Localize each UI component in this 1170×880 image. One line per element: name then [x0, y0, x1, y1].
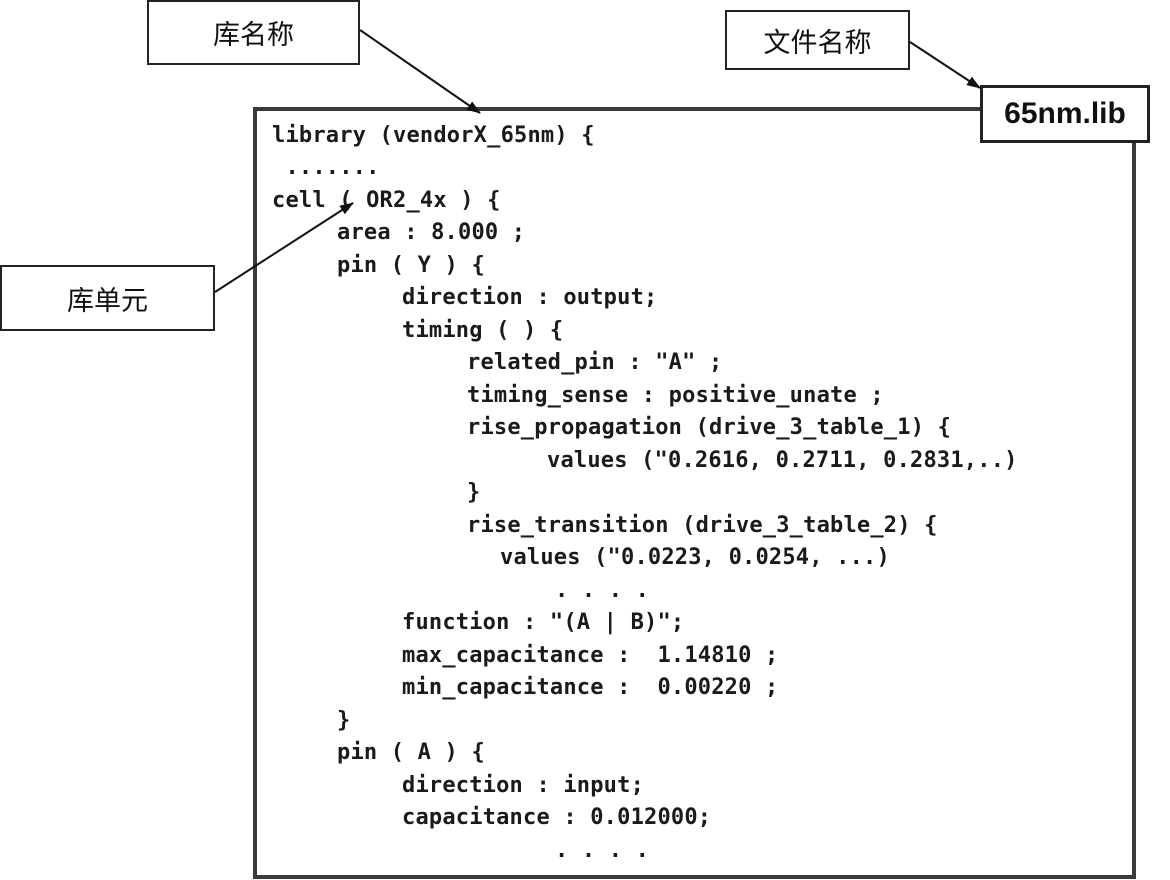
- file-name-arrow: [909, 41, 981, 89]
- code-line-close-brace-2: }: [337, 708, 351, 733]
- code-line-pin-a: pin ( A ) {: [337, 740, 485, 765]
- library-name-callout: 库名称: [147, 0, 360, 65]
- code-line-rise-propagation: rise_propagation (drive_3_table_1) {: [467, 415, 952, 440]
- code-line-capacitance: capacitance : 0.012000;: [402, 805, 712, 830]
- file-name-tag: 65nm.lib: [980, 85, 1150, 143]
- code-line-area: area : 8.000 ;: [337, 220, 526, 245]
- code-line-close-brace-1: }: [467, 480, 481, 505]
- code-line-direction-output: direction : output;: [402, 285, 658, 310]
- code-line-ellipsis: .......: [272, 155, 380, 180]
- code-line-library: library (vendorX_65nm) {: [272, 123, 595, 148]
- code-line-cell: cell ( OR2_4x ) {: [272, 188, 501, 213]
- code-line-timing: timing ( ) {: [402, 318, 564, 343]
- code-line-max-capacitance: max_capacitance : 1.14810 ;: [402, 643, 779, 668]
- code-line-dots-1: . . . .: [555, 578, 650, 603]
- library-name-arrow: [359, 29, 481, 114]
- library-cell-callout: 库单元: [0, 265, 215, 331]
- code-line-rise-transition: rise_transition (drive_3_table_2) {: [467, 513, 938, 538]
- code-line-min-capacitance: min_capacitance : 0.00220 ;: [402, 675, 779, 700]
- code-line-values-2: values ("0.0223, 0.0254, ...): [500, 545, 890, 570]
- code-line-timing-sense: timing_sense : positive_unate ;: [467, 383, 884, 408]
- file-name-callout: 文件名称: [725, 10, 910, 70]
- code-line-direction-input: direction : input;: [402, 773, 645, 798]
- code-line-pin-y: pin ( Y ) {: [337, 253, 485, 278]
- code-line-related-pin: related_pin : "A" ;: [467, 350, 723, 375]
- code-line-values-1: values ("0.2616, 0.2711, 0.2831,..): [547, 448, 1018, 473]
- library-cell-arrow: [214, 202, 354, 293]
- code-line-dots-2: . . . .: [555, 838, 650, 863]
- lib-file-frame: library (vendorX_65nm) { ....... cell ( …: [253, 107, 1136, 879]
- code-line-function: function : "(A | B)";: [402, 610, 685, 635]
